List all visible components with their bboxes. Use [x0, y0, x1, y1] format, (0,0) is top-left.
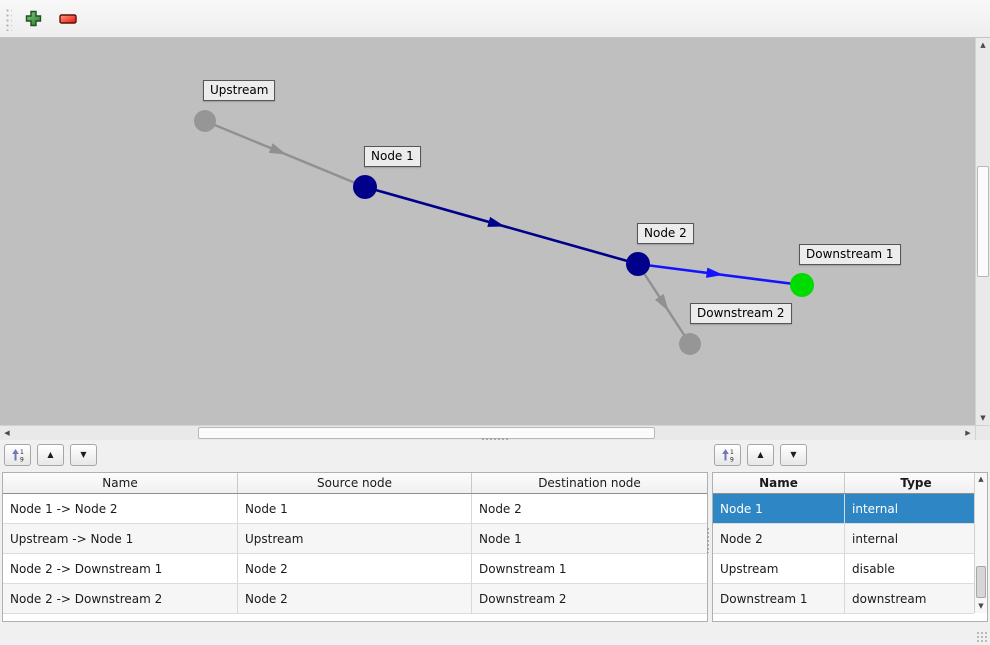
down-arrow-icon: ▼	[790, 450, 797, 459]
minus-icon	[59, 13, 77, 24]
scroll-up-arrow-icon[interactable]: ▲	[980, 40, 986, 49]
table-row[interactable]: Upstream disable	[713, 554, 974, 584]
scroll-down-arrow-icon[interactable]: ▼	[978, 602, 984, 610]
add-button[interactable]	[19, 5, 47, 33]
node-table-scrollbar-thumb[interactable]	[976, 566, 986, 598]
remove-button[interactable]	[54, 5, 82, 33]
sort-ascending-icon: 1 9	[11, 449, 24, 463]
canvas-horizontal-scrollbar[interactable]: ◀ ▶	[0, 425, 975, 440]
svg-text:1: 1	[20, 449, 24, 456]
down-arrow-icon: ▼	[80, 450, 87, 459]
scroll-right-arrow-icon[interactable]: ▶	[965, 428, 971, 437]
vertical-splitter-handle[interactable]	[706, 527, 711, 553]
node-table-move-down-button[interactable]: ▼	[780, 444, 807, 466]
up-arrow-icon: ▲	[757, 450, 764, 459]
node-table-header: Name Type	[713, 473, 987, 494]
table-cell[interactable]: Node 2	[238, 554, 472, 583]
table-cell[interactable]: internal	[852, 531, 899, 546]
table-cell[interactable]: Upstream	[238, 524, 472, 553]
column-header[interactable]: Source node	[238, 473, 472, 493]
graph-node-downstream1[interactable]	[790, 273, 814, 297]
table-cell[interactable]: internal	[852, 501, 899, 516]
edge-table-move-up-button[interactable]: ▲	[37, 444, 64, 466]
scrollbar-corner	[975, 425, 990, 440]
table-cell[interactable]: downstream	[852, 591, 927, 606]
table-cell[interactable]: Node 1 -> Node 2	[3, 494, 238, 523]
plus-icon	[25, 10, 41, 27]
scroll-left-arrow-icon[interactable]: ◀	[4, 428, 10, 437]
node-table-scrollbar[interactable]: ▲ ▼	[974, 473, 987, 613]
graph-node-upstream[interactable]	[194, 110, 216, 132]
edge-arrowhead-icon	[268, 143, 287, 155]
graph-node-label-node1[interactable]: Node 1	[364, 146, 421, 167]
graph-node-node1[interactable]	[353, 175, 377, 199]
table-row[interactable]: Downstream 1 downstream	[713, 584, 974, 614]
toolbar-drag-handle[interactable]	[4, 6, 12, 31]
horizontal-splitter-handle[interactable]	[481, 437, 509, 442]
table-cell[interactable]: Node 2	[713, 524, 845, 553]
table-cell[interactable]: Node 2	[479, 501, 522, 516]
table-cell[interactable]: Node 1	[238, 494, 472, 523]
table-cell[interactable]: Node 1	[713, 494, 845, 523]
table-cell[interactable]: Downstream 1	[713, 584, 845, 613]
column-header[interactable]: Name	[713, 473, 845, 493]
graph-node-downstream2[interactable]	[679, 333, 701, 355]
horizontal-scrollbar-thumb[interactable]	[198, 427, 655, 439]
table-cell[interactable]: disable	[852, 561, 895, 576]
table-cell[interactable]: Node 2 -> Downstream 2	[3, 584, 238, 613]
up-arrow-icon: ▲	[47, 450, 54, 459]
vertical-scrollbar-thumb[interactable]	[977, 166, 989, 277]
edge-arrowhead-icon	[487, 216, 505, 227]
svg-text:1: 1	[730, 449, 734, 456]
table-cell[interactable]: Node 2	[238, 584, 472, 613]
table-row[interactable]: Node 2 internal	[713, 524, 974, 554]
canvas-vertical-scrollbar[interactable]: ▲ ▼	[975, 38, 990, 425]
node-table-move-up-button[interactable]: ▲	[747, 444, 774, 466]
graph-node-label-upstream[interactable]: Upstream	[203, 80, 276, 101]
table-cell[interactable]: Upstream	[713, 554, 845, 583]
scroll-up-arrow-icon[interactable]: ▲	[978, 475, 984, 483]
graph-node-label-downstream2[interactable]: Downstream 2	[690, 303, 792, 324]
column-header[interactable]: Name	[3, 473, 238, 493]
node-table-sort-button[interactable]: 1 9	[714, 444, 741, 466]
graph-node-label-downstream1[interactable]: Downstream 1	[799, 244, 901, 265]
svg-text:9: 9	[730, 457, 734, 463]
scroll-down-arrow-icon[interactable]: ▼	[980, 413, 986, 422]
column-header[interactable]: Type	[900, 476, 932, 490]
column-header[interactable]: Destination node	[538, 476, 641, 490]
edge-table-sort-button[interactable]: 1 9	[4, 444, 31, 466]
edge-table-move-down-button[interactable]: ▼	[70, 444, 97, 466]
graph-svg	[194, 110, 814, 355]
graph-node-node2[interactable]	[626, 252, 650, 276]
edge-arrowhead-icon	[655, 294, 669, 312]
svg-text:9: 9	[20, 457, 24, 463]
table-cell[interactable]: Node 2 -> Downstream 1	[3, 554, 238, 583]
table-row[interactable]: Node 1 internal	[713, 494, 974, 524]
table-cell[interactable]: Downstream 1	[479, 561, 567, 576]
table-cell[interactable]: Node 1	[479, 531, 522, 546]
table-cell[interactable]: Downstream 2	[479, 591, 567, 606]
window-resize-grip[interactable]	[976, 631, 988, 643]
toolbar	[0, 0, 990, 38]
graph-node-label-node2[interactable]: Node 2	[637, 223, 694, 244]
sort-ascending-icon: 1 9	[721, 449, 734, 463]
edge-arrowhead-icon	[706, 267, 724, 278]
table-cell[interactable]: Upstream -> Node 1	[3, 524, 238, 553]
